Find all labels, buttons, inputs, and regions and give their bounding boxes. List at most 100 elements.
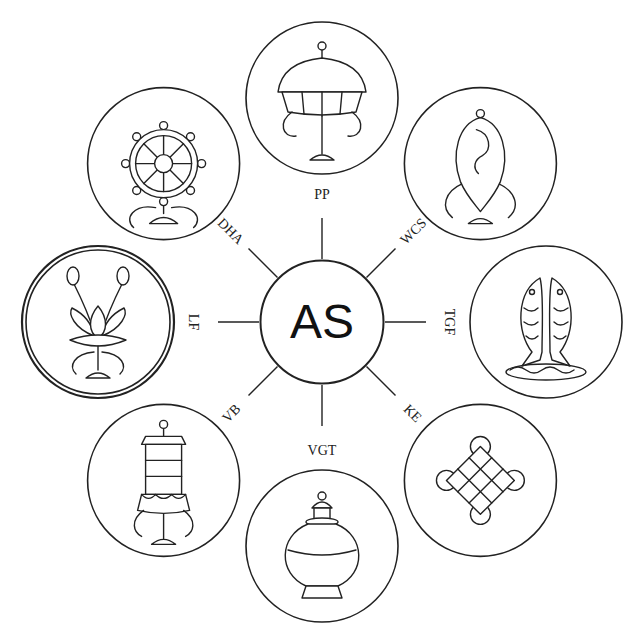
symbol-stroke [172,207,198,228]
spoke-label: LF [186,314,200,330]
symbol-stroke [26,250,170,394]
spoke-label: VGT [308,444,337,458]
symbol-stroke [144,170,157,183]
symbol-stroke [160,198,168,206]
symbol-stroke [318,492,326,500]
symbol-stroke [470,246,622,398]
spoke-label: DHA [215,217,246,248]
symbol-stroke [506,364,586,380]
spoke-label-holder: DHA [214,214,248,248]
symbol-stroke [446,446,514,514]
symbol-stroke [88,404,240,556]
symbol-stroke [521,278,543,366]
spoke-label-holder: VGT [308,441,337,459]
symbol-stroke [163,173,164,192]
symbol-stroke [498,184,515,218]
symbol-stroke [142,436,186,444]
symbol-stroke [67,267,79,285]
spoke-label-holder: WCS [395,214,429,248]
symbol-stroke [102,352,123,374]
banner-symbol [134,420,193,544]
conch-symbol [446,110,516,224]
lotus-symbol [67,267,129,378]
symbol-stroke [163,206,164,214]
symbol-stroke [278,58,366,92]
symbol-stroke [367,249,396,278]
symbol-stroke [554,308,568,339]
symbol-stroke [285,524,359,586]
symbol-rings [22,22,622,622]
symbol-stroke [340,92,342,114]
symbol-stroke [130,207,156,228]
symbol-stroke [155,155,173,173]
symbol-stroke [150,218,178,224]
symbol-stroke [249,249,278,278]
symbol-stroke [288,550,356,555]
symbol-stroke [524,308,538,339]
symbol-stroke [91,306,106,338]
symbol-stroke [321,116,322,154]
symbol-stroke [246,470,398,622]
parasol-symbol [278,42,366,160]
symbol-stroke [122,160,130,168]
symbol-stroke [173,163,192,164]
symbol-stroke [321,50,322,58]
symbol-stroke [282,92,362,115]
spoke-label-holder: VB [218,399,244,425]
symbol-stroke [184,510,193,536]
spokes [218,218,426,426]
symbol-stroke [530,290,535,295]
symbol-stroke [86,373,110,378]
symbol-stroke [142,494,186,498]
symbol-stroke [458,469,492,503]
node-label: AS [290,298,354,346]
symbol-stroke [218,321,259,322]
symbol-stroke [146,444,182,494]
symbol-stroke [73,352,94,374]
symbol-stroke [170,144,183,157]
wheel-symbol [122,122,206,228]
symbol-stroke [136,163,155,164]
symbol-stroke [312,502,332,508]
symbol-stroke [321,218,322,259]
symbol-stroke [475,130,489,174]
symbol-stroke [318,42,326,50]
symbol-stroke [367,367,396,396]
vase-symbol [285,492,359,598]
symbol-stroke [302,586,342,598]
symbol-stroke [146,476,182,477]
symbol-stroke [510,367,574,373]
symbol-stroke [97,346,98,370]
symbol-stroke [160,420,168,428]
symbol-stroke [456,118,505,212]
symbol-stroke [70,335,126,346]
symbol-stroke [117,267,129,285]
symbol-stroke [404,404,556,556]
spoke-label-holder: TGF [441,309,459,335]
spoke-label: PP [314,188,330,202]
symbol-stroke [130,130,198,198]
symbol-stroke [138,494,190,513]
symbol-stroke [134,510,143,536]
fish-symbol [506,278,586,380]
symbol-stroke [160,122,168,130]
symbol-stroke [302,92,304,114]
symbol-stroke [249,367,278,396]
spoke-label: KE [400,402,423,425]
symbol-stroke [144,144,157,157]
symbol-stroke [88,88,240,240]
symbol-stroke [446,184,463,218]
symbol-stroke [558,290,563,295]
symbol-stroke [321,92,322,116]
spoke-label: TGF [442,309,456,335]
symbol-stroke [283,112,296,136]
symbol-stroke [348,112,361,136]
symbol-stroke [163,136,164,155]
symbol-stroke [198,160,206,168]
symbol-stroke [170,170,183,183]
symbol-stroke [469,458,503,492]
symbol-stroke [246,22,398,174]
symbol-stroke [550,278,572,366]
center-circle: AS [259,259,385,385]
spoke-label: WCS [398,217,429,248]
